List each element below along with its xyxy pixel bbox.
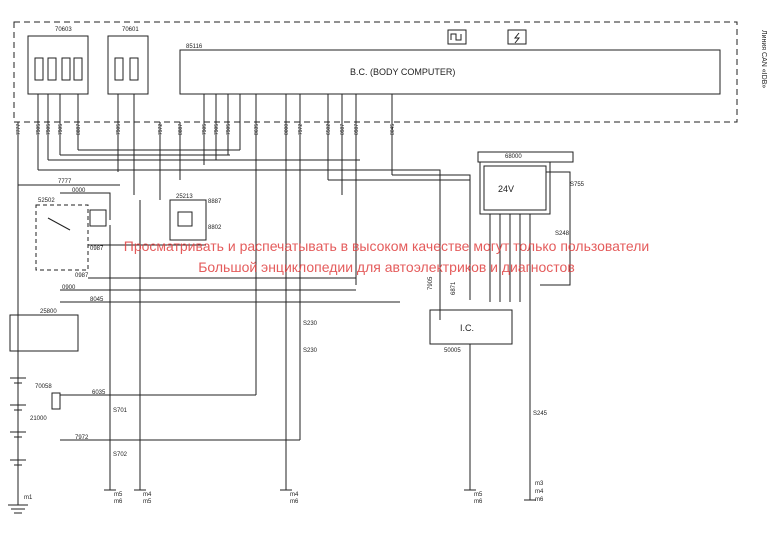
top-wire-11: 7905	[226, 124, 232, 135]
top-wire-14: 7972	[298, 124, 304, 135]
side-title: Линия CAN «IDB»	[760, 30, 767, 88]
relay-25213-number: 25213	[176, 194, 193, 200]
ground-g5-b: m6	[474, 499, 483, 505]
wire-6035: 6035	[92, 390, 106, 396]
connector-s230-b: S230	[303, 348, 318, 354]
wire-8802: 8802	[208, 225, 222, 231]
resistor-number: 70058	[35, 384, 52, 390]
instrument-68000-box	[479, 161, 551, 215]
ic-unit-box	[429, 309, 513, 345]
top-wire-7: 7972	[158, 124, 164, 135]
top-wire-4: 7905	[58, 124, 64, 135]
top-wire-10: 7905	[214, 124, 220, 135]
connector-s702: S702	[113, 452, 128, 458]
ic-unit-number: 50005	[444, 348, 461, 354]
wire-7972: 7972	[75, 435, 89, 441]
watermark-line-1: Просматривать и распечатывать в высоком …	[123, 238, 650, 254]
top-wire-17: 0987	[354, 124, 360, 135]
relay-52502-box	[35, 204, 89, 271]
body-computer-box	[179, 49, 721, 95]
wire-0987: 0987	[90, 246, 104, 252]
wire-0987-b: 0987	[75, 273, 89, 279]
top-wire-15: 6502	[326, 124, 332, 135]
top-wire-8: 8887	[178, 124, 184, 135]
battery-number: 21000	[30, 416, 47, 422]
top-wire-13: 0000	[284, 124, 290, 135]
wire-8045: 8045	[90, 297, 104, 303]
wire-7777: 7777	[58, 179, 72, 185]
ground-g5-a: m5	[474, 492, 483, 498]
wire-7905: 7905	[428, 276, 434, 290]
ground-g6-c: m6	[535, 497, 544, 503]
relay-52502-number: 52502	[38, 198, 55, 204]
voltage-label: 24V	[498, 184, 514, 194]
top-wire-6: 7905	[116, 124, 122, 135]
ground-g3-a: m4	[143, 492, 152, 498]
ignition-number: 25800	[40, 309, 57, 315]
wire-8887: 8887	[208, 199, 222, 205]
body-computer-label: B.C. (BODY COMPUTER)	[350, 67, 455, 77]
wire-0900: 0900	[62, 285, 76, 291]
ground-g6-a: m3	[535, 481, 544, 487]
connector-s245: S245	[533, 411, 548, 417]
connector-s248: S248	[555, 231, 570, 237]
fuse-box-1-number: 70603	[55, 27, 72, 33]
body-computer-number: 85116	[186, 44, 203, 50]
fuse-box-1	[27, 35, 89, 95]
wire-6871: 6871	[451, 281, 457, 295]
top-wire-16: 0987	[340, 124, 346, 135]
top-wire-1: 7777	[16, 124, 22, 135]
ic-label: I.C.	[460, 323, 474, 333]
connector-s755: S755	[570, 182, 585, 188]
dashed-enclosure	[13, 21, 738, 123]
lightning-icon-box	[507, 29, 527, 45]
ground-g4-a: m4	[290, 492, 299, 498]
relay-25213-box	[169, 199, 207, 241]
connector-s230-a: S230	[303, 321, 318, 327]
pulse-icon-box	[447, 29, 467, 45]
wire-0000: 0000	[72, 188, 86, 194]
ground-m1: m1	[24, 495, 33, 501]
ground-g6-b: m4	[535, 489, 544, 495]
top-wire-12: 8635	[254, 124, 260, 135]
ground-g2-a: m5	[114, 492, 123, 498]
watermark-line-2: Большой энциклопедии для автоэлектриков …	[198, 259, 575, 275]
connector-s701: S701	[113, 408, 128, 414]
top-wire-5: 8887	[76, 124, 82, 135]
fuse-box-2	[107, 35, 149, 95]
ignition-box	[9, 314, 79, 352]
top-wire-9: 7905	[202, 124, 208, 135]
ground-g3-b: m5	[143, 499, 152, 505]
fuse-box-2-number: 70601	[122, 27, 139, 33]
top-wire-2: 7905	[36, 124, 42, 135]
top-wire-3: 7905	[46, 124, 52, 135]
instrument-number: 68000	[505, 154, 522, 160]
ground-g4-b: m6	[290, 499, 299, 505]
top-wire-18: 8045	[390, 124, 396, 135]
ground-g2-b: m6	[114, 499, 123, 505]
